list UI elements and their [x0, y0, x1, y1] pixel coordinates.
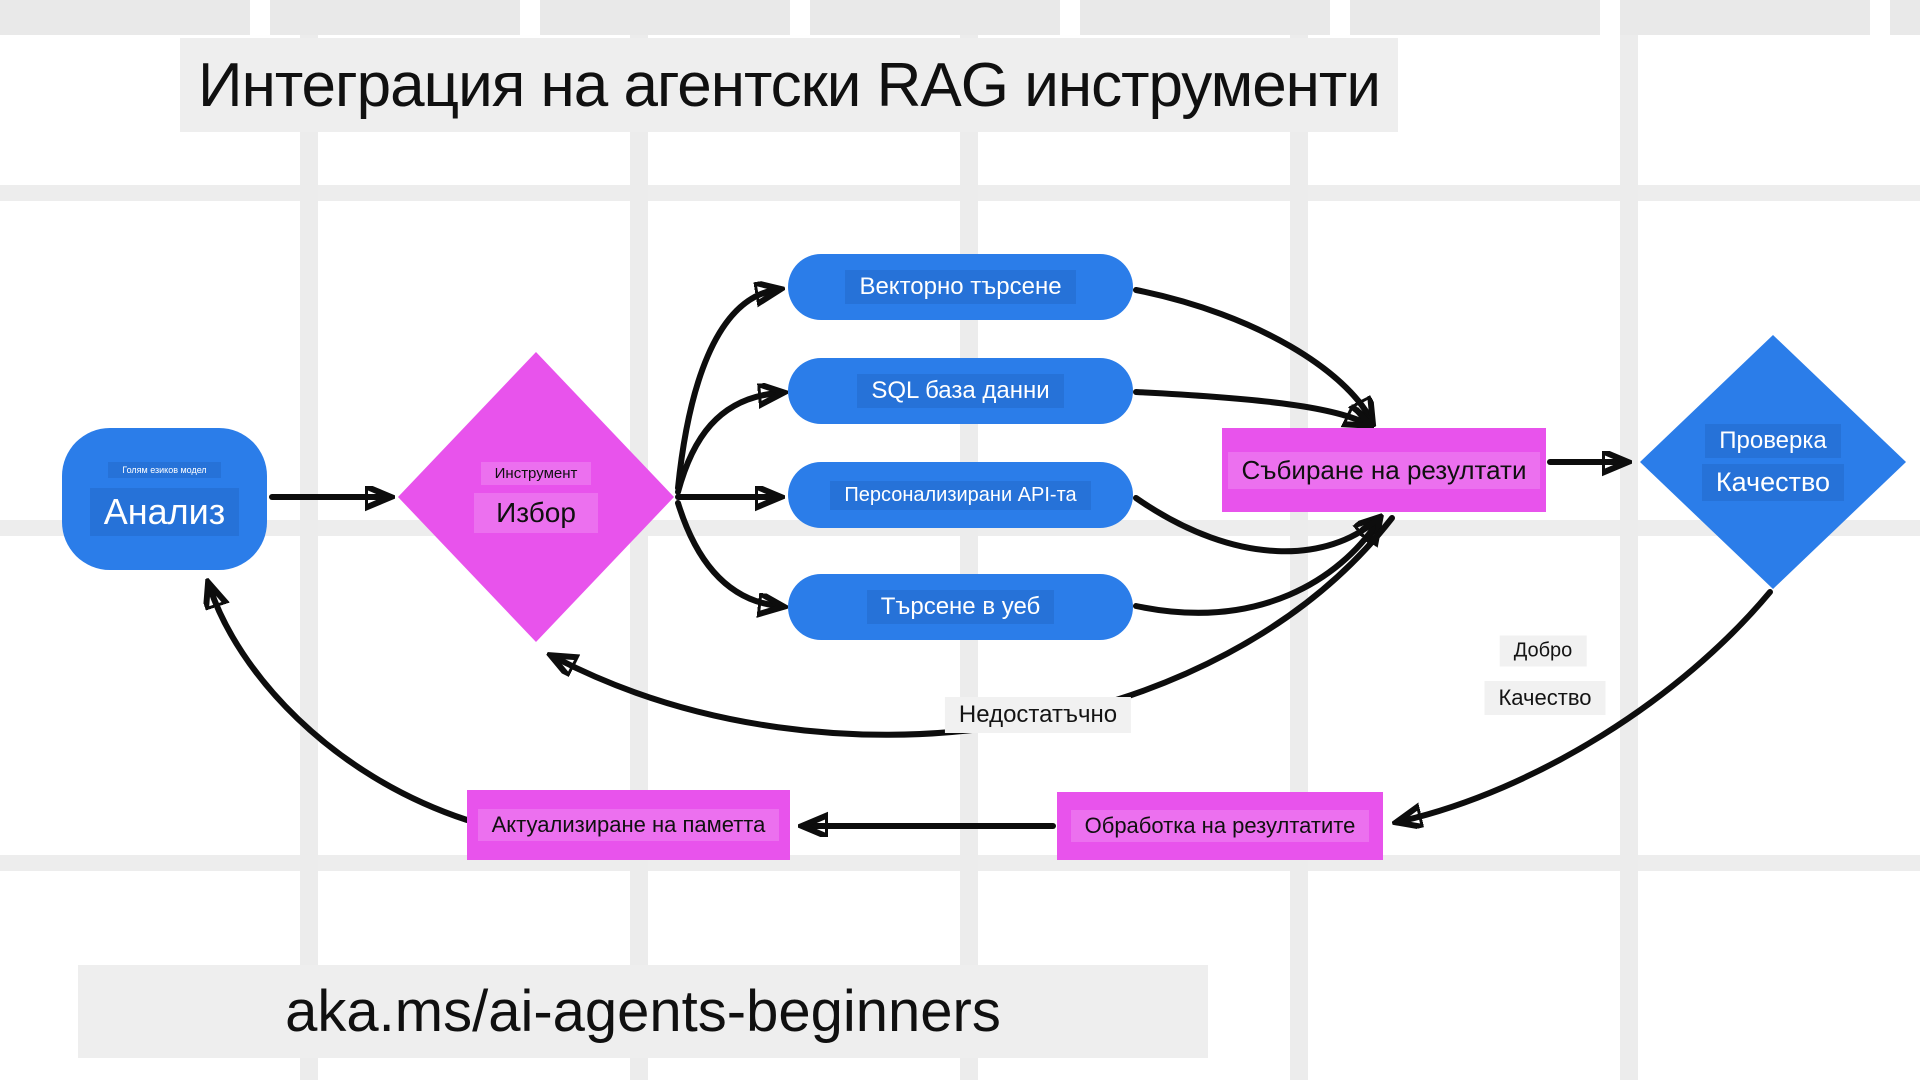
- process-results-label: Обработка на резултатите: [1070, 810, 1370, 842]
- label-insufficient: Недостатъчно: [944, 697, 1132, 733]
- node-process-results: Обработка на резултатите: [1057, 792, 1383, 860]
- title-band: Интеграция на агентски RAG инструменти: [180, 38, 1398, 132]
- sql-database-label: SQL база данни: [857, 374, 1064, 408]
- custom-apis-label: Персонализирани API-та: [830, 480, 1091, 510]
- node-update-memory: Актуализиране на паметта: [467, 790, 790, 860]
- node-analysis: Голям езиков модел Анализ: [62, 428, 267, 570]
- footer-band: aka.ms/ai-agents-beginners: [78, 965, 1208, 1058]
- node-custom-apis: Персонализирани API-та: [788, 462, 1133, 528]
- node-collect-results: Събиране на резултати: [1222, 428, 1546, 512]
- page-title: Интеграция на агентски RAG инструменти: [198, 50, 1381, 120]
- selection-sublabel: Инструмент: [480, 461, 592, 485]
- quality-check-line2: Качество: [1701, 463, 1845, 501]
- node-web-search: Търсене в уеб: [788, 574, 1133, 640]
- quality-check-line1: Проверка: [1705, 423, 1841, 458]
- grid-top-strip: [0, 0, 1920, 35]
- label-good-quality: Качество: [1484, 681, 1606, 715]
- web-search-label: Търсене в уеб: [866, 590, 1055, 624]
- update-memory-label: Актуализиране на паметта: [477, 809, 780, 841]
- node-sql-database: SQL база данни: [788, 358, 1133, 424]
- vector-search-label: Векторно търсене: [845, 270, 1076, 304]
- analysis-label: Анализ: [89, 488, 240, 536]
- collect-results-label: Събиране на резултати: [1227, 451, 1541, 489]
- footer-url: aka.ms/ai-agents-beginners: [285, 979, 1001, 1044]
- node-vector-search: Векторно търсене: [788, 254, 1133, 320]
- label-good: Добро: [1499, 635, 1587, 667]
- selection-label: Избор: [474, 492, 598, 533]
- analysis-sublabel: Голям езиков модел: [108, 462, 221, 478]
